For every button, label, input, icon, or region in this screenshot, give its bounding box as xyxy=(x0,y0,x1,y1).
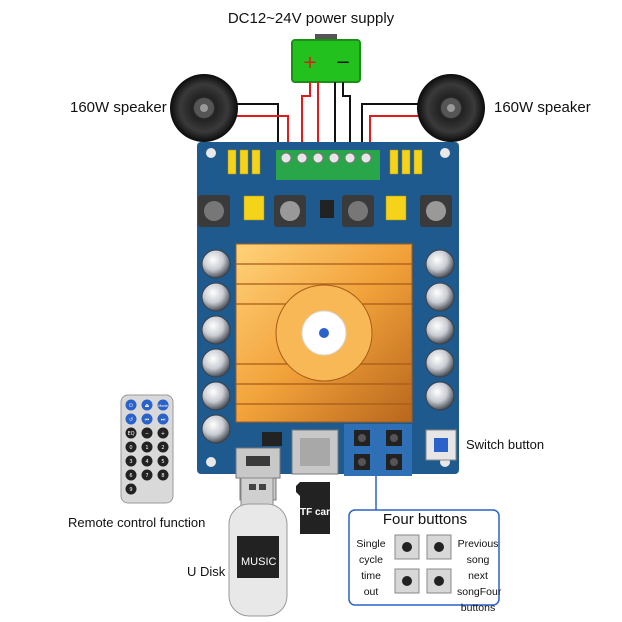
electrolytic-capacitors-right xyxy=(425,249,455,411)
speaker-left-icon xyxy=(170,74,238,142)
remote-key xyxy=(157,455,169,467)
remote-key-label: EQ xyxy=(127,431,134,437)
heatsink-fan xyxy=(235,243,413,423)
previous-next-label: Previous song next songFour buttons xyxy=(457,536,502,616)
usb-drive-icon xyxy=(228,477,288,617)
remote-key-label: 3 xyxy=(129,459,132,465)
film-capacitors xyxy=(227,149,423,221)
screw-terminal-block xyxy=(276,150,380,180)
remote-control-icon: ⏻ ⏏ Mode ↺ ⏮ ⏭ EQ − +0 1 2 3 4 5 6 7 8 9 xyxy=(120,394,174,504)
remote-key-label: 1 xyxy=(145,445,148,451)
remote-key-label: 4 xyxy=(145,459,148,465)
battery-plus-sign: + xyxy=(302,52,317,73)
remote-key-label: 6 xyxy=(129,473,132,479)
speaker-left-label: 160W speaker xyxy=(70,99,167,116)
previous-line-2: song xyxy=(466,554,490,566)
remote-key xyxy=(125,399,137,411)
remote-key-label: 2 xyxy=(161,445,164,451)
battery-minus-sign: − xyxy=(335,52,350,73)
remote-key-label: 9 xyxy=(129,487,132,493)
remote-key-label: − xyxy=(145,431,149,437)
remote-key xyxy=(125,483,137,495)
previous-line-1: Previous xyxy=(457,538,499,550)
remote-key-label: Mode xyxy=(158,404,168,408)
remote-key xyxy=(141,399,153,411)
four-buttons-title: Four buttons xyxy=(382,511,468,528)
switch-button-label: Switch button xyxy=(466,437,545,452)
tf-card-label: TF card xyxy=(300,507,337,518)
remote-key xyxy=(157,441,169,453)
remote-key-label: ⏮ xyxy=(145,417,150,423)
speaker-right-label: 160W speaker xyxy=(494,99,591,116)
remote-key-label: 8 xyxy=(161,473,164,479)
remote-key-label: + xyxy=(161,431,165,437)
remote-key xyxy=(141,413,153,425)
remote-key xyxy=(157,469,169,481)
four-buttons-callout-box xyxy=(348,509,500,606)
speaker-right-icon xyxy=(417,74,485,142)
remote-key xyxy=(157,399,169,411)
remote-key xyxy=(157,413,169,425)
inductors xyxy=(198,195,452,227)
previous-line-4: songFour xyxy=(457,586,502,598)
remote-key xyxy=(125,413,137,425)
single-cycle-line-1: Single xyxy=(356,538,386,550)
callout-buttons xyxy=(394,534,452,594)
remote-key xyxy=(141,469,153,481)
remote-key-label: ⏏ xyxy=(145,403,150,409)
power-supply-label: DC12~24V power supply xyxy=(227,10,395,27)
music-label: MUSIC xyxy=(241,556,277,568)
remote-key xyxy=(141,427,153,439)
single-cycle-line-3: time xyxy=(361,570,381,582)
remote-key xyxy=(157,427,169,439)
remote-control-label: Remote control function xyxy=(68,515,206,530)
remote-key xyxy=(141,441,153,453)
remote-key xyxy=(141,455,153,467)
remote-key-label: 7 xyxy=(145,473,148,479)
remote-key xyxy=(125,455,137,467)
board-four-buttons xyxy=(344,424,412,476)
remote-key-label: 0 xyxy=(129,445,132,451)
tf-card-icon xyxy=(296,482,330,534)
single-cycle-label: Single cycle time out xyxy=(352,536,390,600)
remote-key xyxy=(125,469,137,481)
power-supply-battery: + − xyxy=(291,34,361,83)
single-cycle-line-2: cycle xyxy=(359,554,383,566)
electrolytic-capacitors-left xyxy=(201,249,231,444)
remote-key-label: ↺ xyxy=(129,417,133,423)
remote-key xyxy=(125,441,137,453)
switch-button-icon xyxy=(425,429,457,461)
previous-line-3: next xyxy=(468,570,488,582)
u-disk-label: U Disk xyxy=(187,564,226,579)
single-cycle-line-4: out xyxy=(363,586,379,598)
remote-key xyxy=(125,427,137,439)
remote-key-label: ⏭ xyxy=(161,417,166,423)
tf-card-slot xyxy=(291,429,339,475)
remote-key-label: ⏻ xyxy=(129,403,133,409)
remote-key-label: 5 xyxy=(161,459,164,465)
previous-line-5: buttons xyxy=(460,602,496,614)
